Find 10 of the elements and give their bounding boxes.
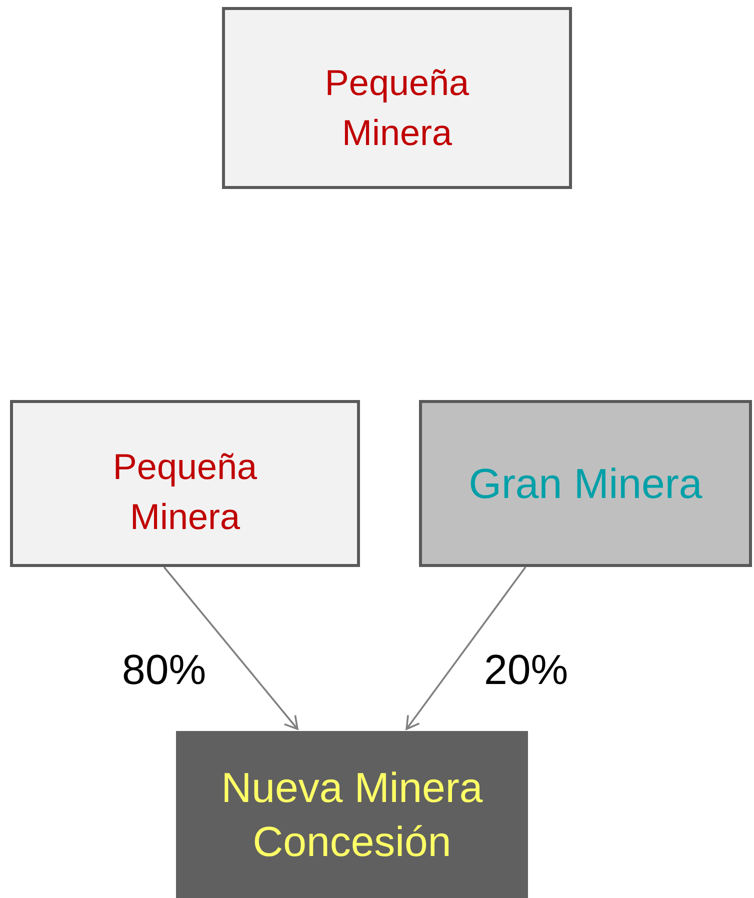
arrow xyxy=(406,566,526,730)
box-label: Gran Minera xyxy=(468,458,704,508)
arrow xyxy=(163,566,298,730)
box-label: Pequeña Minera xyxy=(324,61,470,155)
process-box xyxy=(222,7,572,189)
process-box xyxy=(10,400,360,567)
box-label: Pequeña Minera xyxy=(112,444,258,538)
process-box xyxy=(176,731,528,898)
process-box xyxy=(419,400,752,567)
box-label: Nueva Minera Concesión xyxy=(220,762,484,866)
